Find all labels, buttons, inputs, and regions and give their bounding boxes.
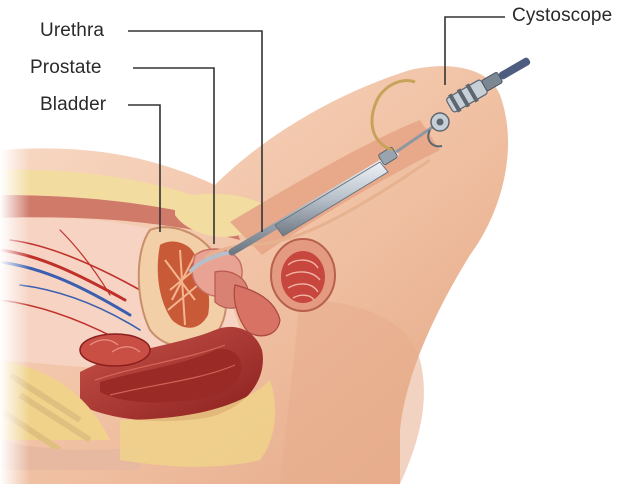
label-cystoscope: Cystoscope [512,6,612,26]
label-urethra: Urethra [40,21,104,41]
intestine [80,334,150,366]
label-bladder: Bladder [40,95,106,115]
left-fade [0,140,30,484]
testis [271,239,335,311]
label-prostate: Prostate [30,58,102,78]
